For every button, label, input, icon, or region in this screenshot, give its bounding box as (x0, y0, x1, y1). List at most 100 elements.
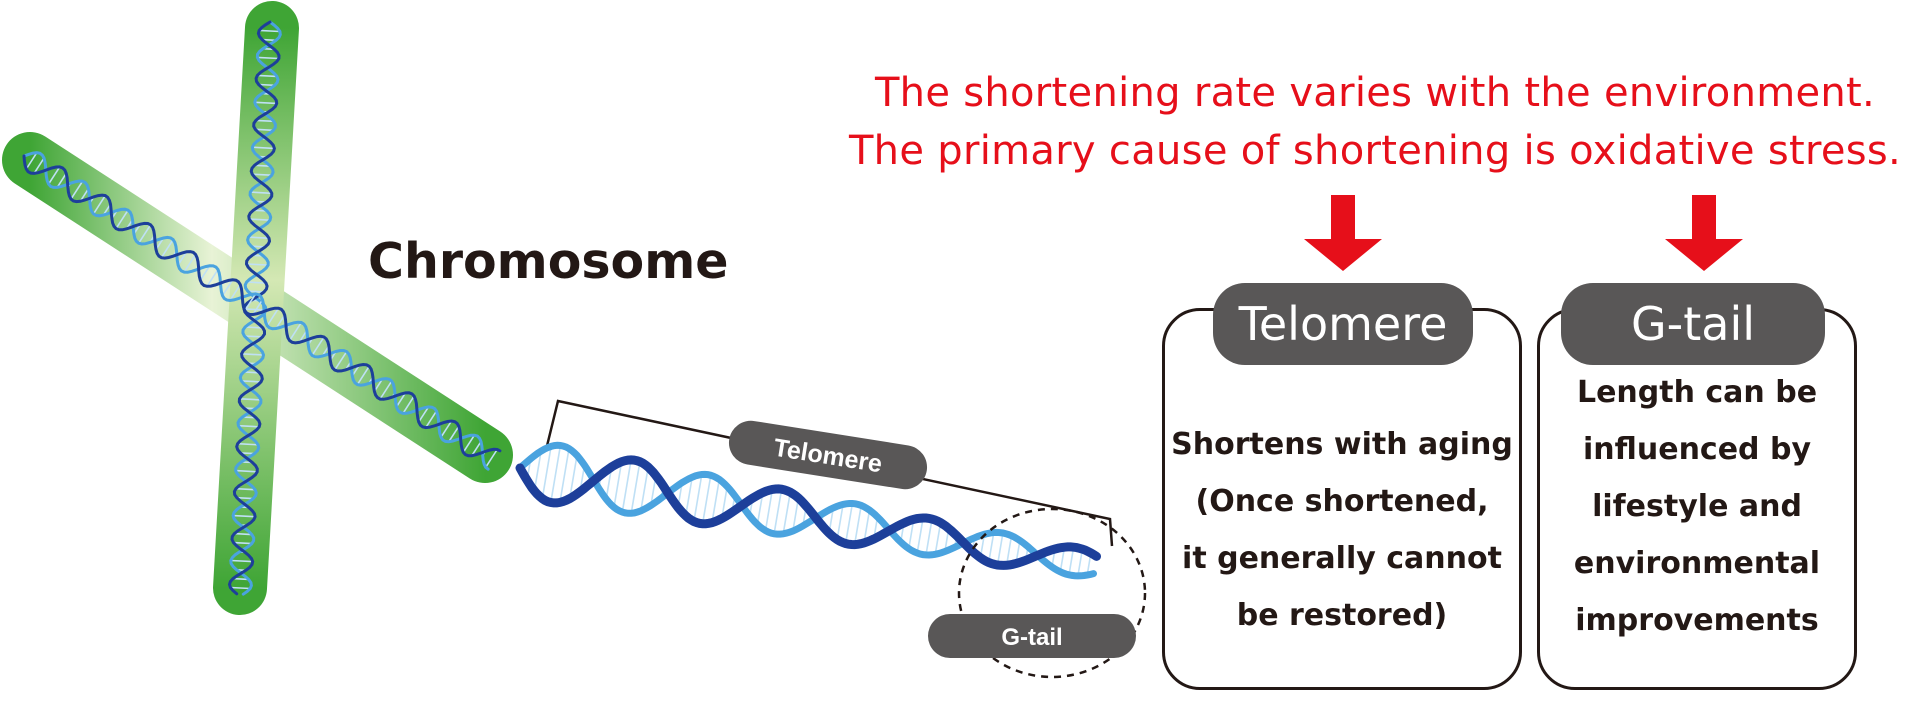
dna-rung (533, 450, 542, 492)
dna-rung (701, 475, 712, 524)
dna-rung (541, 446, 552, 499)
dna-rung (254, 164, 271, 167)
dna-rung (559, 448, 570, 503)
dna-rung (233, 514, 256, 518)
dna-backbone (22, 151, 490, 471)
dna-rung (418, 406, 430, 423)
telomere-dna-strand (515, 441, 1101, 580)
gtail-tag-label: G-tail (1001, 624, 1062, 651)
dna-rung (236, 496, 254, 500)
telomere-description: Shortens with aging (Once shortened, it … (1162, 416, 1522, 644)
dna-rung (241, 353, 264, 356)
dna-rung (621, 459, 632, 513)
telomere-desc-line: be restored) (1236, 598, 1448, 633)
gtail-info-box (1537, 308, 1857, 690)
dna-rung (925, 518, 933, 556)
dna-rung (266, 307, 280, 327)
dna-rung (916, 517, 924, 554)
dna-rung (235, 469, 258, 473)
dna-rung (568, 455, 578, 499)
dna-rung (241, 380, 262, 383)
dna-rung (255, 119, 274, 123)
gtail-desc-line: lifestyle and (1592, 489, 1802, 524)
dna-rung (56, 172, 67, 188)
dna-rung (448, 425, 460, 443)
dna-rung (373, 378, 384, 392)
dna-rung (356, 365, 370, 386)
dna-rung (249, 218, 271, 221)
dna-rung (311, 336, 325, 356)
dna-rung (640, 466, 649, 512)
dna-rung (248, 236, 270, 239)
dna-rung (232, 577, 249, 581)
dna-backbone (22, 154, 502, 458)
dna-rung (550, 445, 562, 503)
gtail-dashed-circle (957, 507, 1147, 679)
down-arrow-icon (1665, 195, 1743, 271)
dna-rung (996, 532, 1004, 566)
dna-rung (245, 326, 263, 329)
dna-rung (773, 489, 783, 534)
dna-rung (183, 254, 197, 273)
dna-rung (244, 335, 263, 338)
dna-rung (684, 477, 693, 516)
dna-rung (613, 461, 623, 508)
dna-rung (252, 299, 264, 315)
dna-rung (239, 398, 261, 401)
dna-rung (70, 180, 84, 200)
chromosome-graphic (2, 1, 513, 615)
dna-rung (440, 420, 453, 438)
dna-rung (379, 380, 393, 400)
gtail-description: Length can be influenced by lifestyle an… (1537, 364, 1857, 649)
telomere-desc-line: Shortens with aging (1171, 427, 1513, 462)
dna-rung (138, 224, 152, 244)
dna-rung (987, 532, 995, 563)
dna-rung (258, 83, 275, 87)
dna-rung (235, 487, 256, 491)
dna-rung (237, 442, 259, 446)
gtail-desc-line: influenced by (1582, 432, 1812, 467)
dna-rung (230, 559, 253, 563)
dna-rung (485, 449, 498, 468)
dna-rung (243, 371, 260, 374)
dna-rung (630, 461, 641, 514)
dna-rung (853, 505, 862, 545)
dna-rung (33, 157, 45, 174)
dna-rung (259, 29, 280, 33)
dna-rung (221, 279, 234, 297)
dna-rung (199, 265, 211, 281)
dna-rung (863, 509, 871, 544)
down-arrow-icon (1304, 195, 1382, 271)
dna-rung (234, 532, 252, 536)
dna-rung (275, 314, 286, 329)
dna-rung (402, 395, 415, 414)
chromosome-label: Chromosome (368, 233, 729, 290)
dna-rung (693, 474, 703, 522)
dna-rung (711, 479, 721, 523)
dna-rung (160, 239, 174, 259)
dna-backbone (515, 455, 1101, 570)
gtail-desc-line: improvements (1575, 603, 1819, 638)
dna-rung (233, 541, 252, 545)
dna-rung (334, 351, 348, 371)
gtail-desc-line: Length can be (1576, 375, 1818, 410)
dna-rung (764, 489, 774, 531)
dna-rung (230, 586, 251, 590)
dna-rung (471, 441, 482, 457)
dna-rung (395, 392, 407, 408)
dna-backbone (229, 20, 282, 596)
dna-rung (206, 269, 219, 287)
dna-rung (177, 251, 188, 266)
dna-rung (934, 522, 942, 555)
dna-rung (462, 434, 476, 453)
dna-rung (257, 56, 279, 60)
dna-rung (247, 290, 265, 293)
dna-rung (255, 128, 274, 132)
dna-rung (792, 497, 800, 532)
dna-rung (25, 152, 38, 170)
dna-rung (257, 74, 277, 78)
headline-line-1: The shortening rate varies with the envi… (874, 70, 1876, 116)
dna-rung (425, 410, 438, 429)
telomere-tag: Telomere (728, 420, 928, 490)
dna-rung (782, 492, 792, 534)
